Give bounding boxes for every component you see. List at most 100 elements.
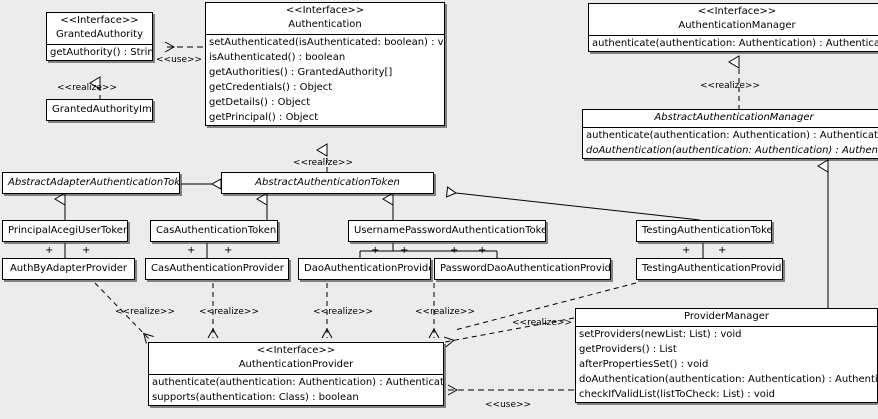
class-authentication[interactable]: <<Interface>> Authentication setAuthenti…	[205, 2, 445, 126]
association-marker-username-password-right-1: +	[450, 245, 459, 256]
compartment-divider	[576, 326, 877, 327]
association-marker-username-password-left-2: +	[400, 245, 409, 256]
operation: doAuthentication(authentication: Authent…	[579, 374, 877, 385]
edge-label-use-provider-manager: <<use>>	[485, 400, 532, 410]
class-name: TestingAuthenticationProvider	[642, 263, 783, 274]
class-name: AbstractAuthenticationToken	[255, 177, 400, 188]
class-name: AuthByAdapterProvider	[9, 263, 128, 274]
operations-compartment: authenticate(authentication: Authenticat…	[149, 375, 443, 405]
operation: checkIfValidList(listToCheck: List) : vo…	[579, 389, 776, 400]
operation: authenticate(authentication: Authenticat…	[592, 38, 878, 49]
operation: authenticate(authentication: Authenticat…	[586, 130, 878, 141]
compartment-divider	[206, 34, 444, 35]
class-name: GrantedAuthority	[55, 29, 144, 40]
operations-compartment: setProviders(newList: List) : void getPr…	[576, 327, 877, 402]
class-name: AbstractAuthenticationManager	[654, 112, 814, 123]
class-provider-manager[interactable]: ProviderManager setProviders(newList: Li…	[575, 308, 878, 403]
association-marker-principal-acegi-left: +	[45, 245, 54, 256]
class-header: TestingAuthenticationToken	[637, 221, 771, 241]
class-authentication-manager[interactable]: <<Interface>> AuthenticationManager auth…	[588, 3, 878, 52]
edge-label-realize-password-dao-authentication-provider: <<realize>>	[415, 307, 475, 317]
class-header: <<Interface>> GrantedAuthority	[47, 13, 152, 44]
class-testing-authentication-token[interactable]: TestingAuthenticationToken	[636, 220, 772, 242]
edge-label-realize-dao-authentication-provider: <<realize>>	[313, 307, 373, 317]
class-header: AbstractAuthenticationManager	[583, 110, 878, 127]
class-name: PrincipalAcegiUserToken	[8, 225, 128, 236]
class-name: GrantedAuthorityImpl	[52, 104, 153, 115]
class-header: CasAuthenticationToken	[151, 221, 277, 241]
association-marker-cas-left: +	[187, 245, 196, 256]
class-granted-authority-impl[interactable]: GrantedAuthorityImpl	[46, 99, 153, 121]
association-marker-testing-left: +	[682, 245, 691, 256]
class-name: CasAuthenticationProvider	[151, 263, 284, 274]
edge-label-realize-abstract-authentication-token: <<realize>>	[293, 158, 353, 168]
association-marker-principal-acegi-right: +	[82, 245, 91, 256]
class-testing-authentication-provider[interactable]: TestingAuthenticationProvider	[636, 258, 783, 280]
stereotype-label: <<Interface>>	[60, 15, 139, 26]
stereotype-label: <<Interface>>	[285, 5, 365, 16]
class-name: Authentication	[288, 19, 362, 30]
operation: getAuthorities() : GrantedAuthority[]	[209, 67, 393, 78]
class-name: ProviderManager	[683, 311, 769, 322]
class-header: PasswordDaoAuthenticationProvider	[435, 259, 610, 279]
class-cas-authentication-provider[interactable]: CasAuthenticationProvider	[145, 258, 289, 280]
class-header: <<Interface>> Authentication	[206, 3, 444, 34]
edge-label-realize-abstract-authentication-manager: <<realize>>	[700, 81, 760, 91]
compartment-divider	[149, 374, 443, 375]
class-header: AbstractAuthenticationToken	[222, 173, 433, 193]
class-name: TestingAuthenticationToken	[642, 225, 772, 236]
compartment-divider	[589, 35, 878, 36]
class-name: DaoAuthenticationProvider	[304, 263, 431, 274]
edge-label-realize-cas-authentication-provider: <<realize>>	[199, 307, 259, 317]
operation: authenticate(authentication: Authenticat…	[152, 377, 443, 388]
class-authentication-provider[interactable]: <<Interface>> AuthenticationProvider aut…	[148, 342, 444, 406]
class-header: AuthByAdapterProvider	[3, 259, 134, 279]
class-principal-acegi-user-token[interactable]: PrincipalAcegiUserToken	[2, 220, 128, 242]
class-name: CasAuthenticationToken	[156, 225, 277, 236]
operations-compartment: getAuthority() : String	[47, 45, 152, 60]
class-password-dao-authentication-provider[interactable]: PasswordDaoAuthenticationProvider	[434, 258, 611, 280]
operation: supports(authentication: Class) : boolea…	[152, 392, 359, 403]
operation: getDetails() : Object	[209, 97, 311, 108]
class-abstract-authentication-token[interactable]: AbstractAuthenticationToken	[221, 172, 434, 194]
class-header: DaoAuthenticationProvider	[299, 259, 430, 279]
class-abstract-adapter-authentication-token[interactable]: AbstractAdapterAuthenticationToken	[2, 172, 180, 194]
class-header: PrincipalAcegiUserToken	[3, 221, 127, 241]
class-header: <<Interface>> AuthenticationManager	[589, 4, 878, 35]
operation: afterPropertiesSet() : void	[579, 359, 709, 370]
operation: getPrincipal() : Object	[209, 112, 319, 123]
class-auth-by-adapter-provider[interactable]: AuthByAdapterProvider	[2, 258, 135, 280]
association-marker-username-password-left-1: +	[371, 245, 380, 256]
edge-label-realize-granted-authority-impl: <<realize>>	[57, 83, 117, 93]
compartment-divider	[47, 44, 152, 45]
operation: setAuthenticated(isAuthenticated: boolea…	[209, 37, 444, 48]
operation: getCredentials() : Object	[209, 82, 333, 93]
class-name: AuthenticationManager	[678, 20, 796, 31]
edge-label-realize-provider-manager: <<realize>>	[512, 318, 572, 328]
association-marker-cas-right: +	[224, 245, 233, 256]
operations-compartment: setAuthenticated(isAuthenticated: boolea…	[206, 35, 444, 125]
operation: setProviders(newList: List) : void	[579, 329, 742, 340]
class-name: AbstractAdapterAuthenticationToken	[8, 177, 180, 188]
association-marker-username-password-right-2: +	[478, 245, 487, 256]
operations-compartment: authenticate(authentication: Authenticat…	[583, 128, 878, 158]
class-name: UsernamePasswordAuthenticationToken	[354, 225, 546, 236]
edge-label-realize-auth-by-adapter-provider: <<realize>>	[115, 307, 175, 317]
class-name: AuthenticationProvider	[238, 359, 354, 370]
operations-compartment: authenticate(authentication: Authenticat…	[589, 36, 878, 51]
class-dao-authentication-provider[interactable]: DaoAuthenticationProvider	[298, 258, 431, 280]
class-header: <<Interface>> AuthenticationProvider	[149, 343, 443, 374]
compartment-divider	[583, 127, 878, 128]
class-granted-authority[interactable]: <<Interface>> GrantedAuthority getAuthor…	[46, 12, 153, 61]
stereotype-label: <<Interface>>	[256, 345, 336, 356]
edge-label-use-granted-authority: <<use>>	[156, 55, 203, 65]
class-cas-authentication-token[interactable]: CasAuthenticationToken	[150, 220, 278, 242]
edge-generalization-testing-token	[447, 192, 701, 221]
class-header: GrantedAuthorityImpl	[47, 100, 152, 120]
class-abstract-authentication-manager[interactable]: AbstractAuthenticationManager authentica…	[582, 109, 878, 159]
class-header: UsernamePasswordAuthenticationToken	[349, 221, 545, 241]
class-header: TestingAuthenticationProvider	[637, 259, 782, 279]
class-username-password-authentication-token[interactable]: UsernamePasswordAuthenticationToken	[348, 220, 546, 242]
stereotype-label: <<Interface>>	[697, 6, 777, 17]
